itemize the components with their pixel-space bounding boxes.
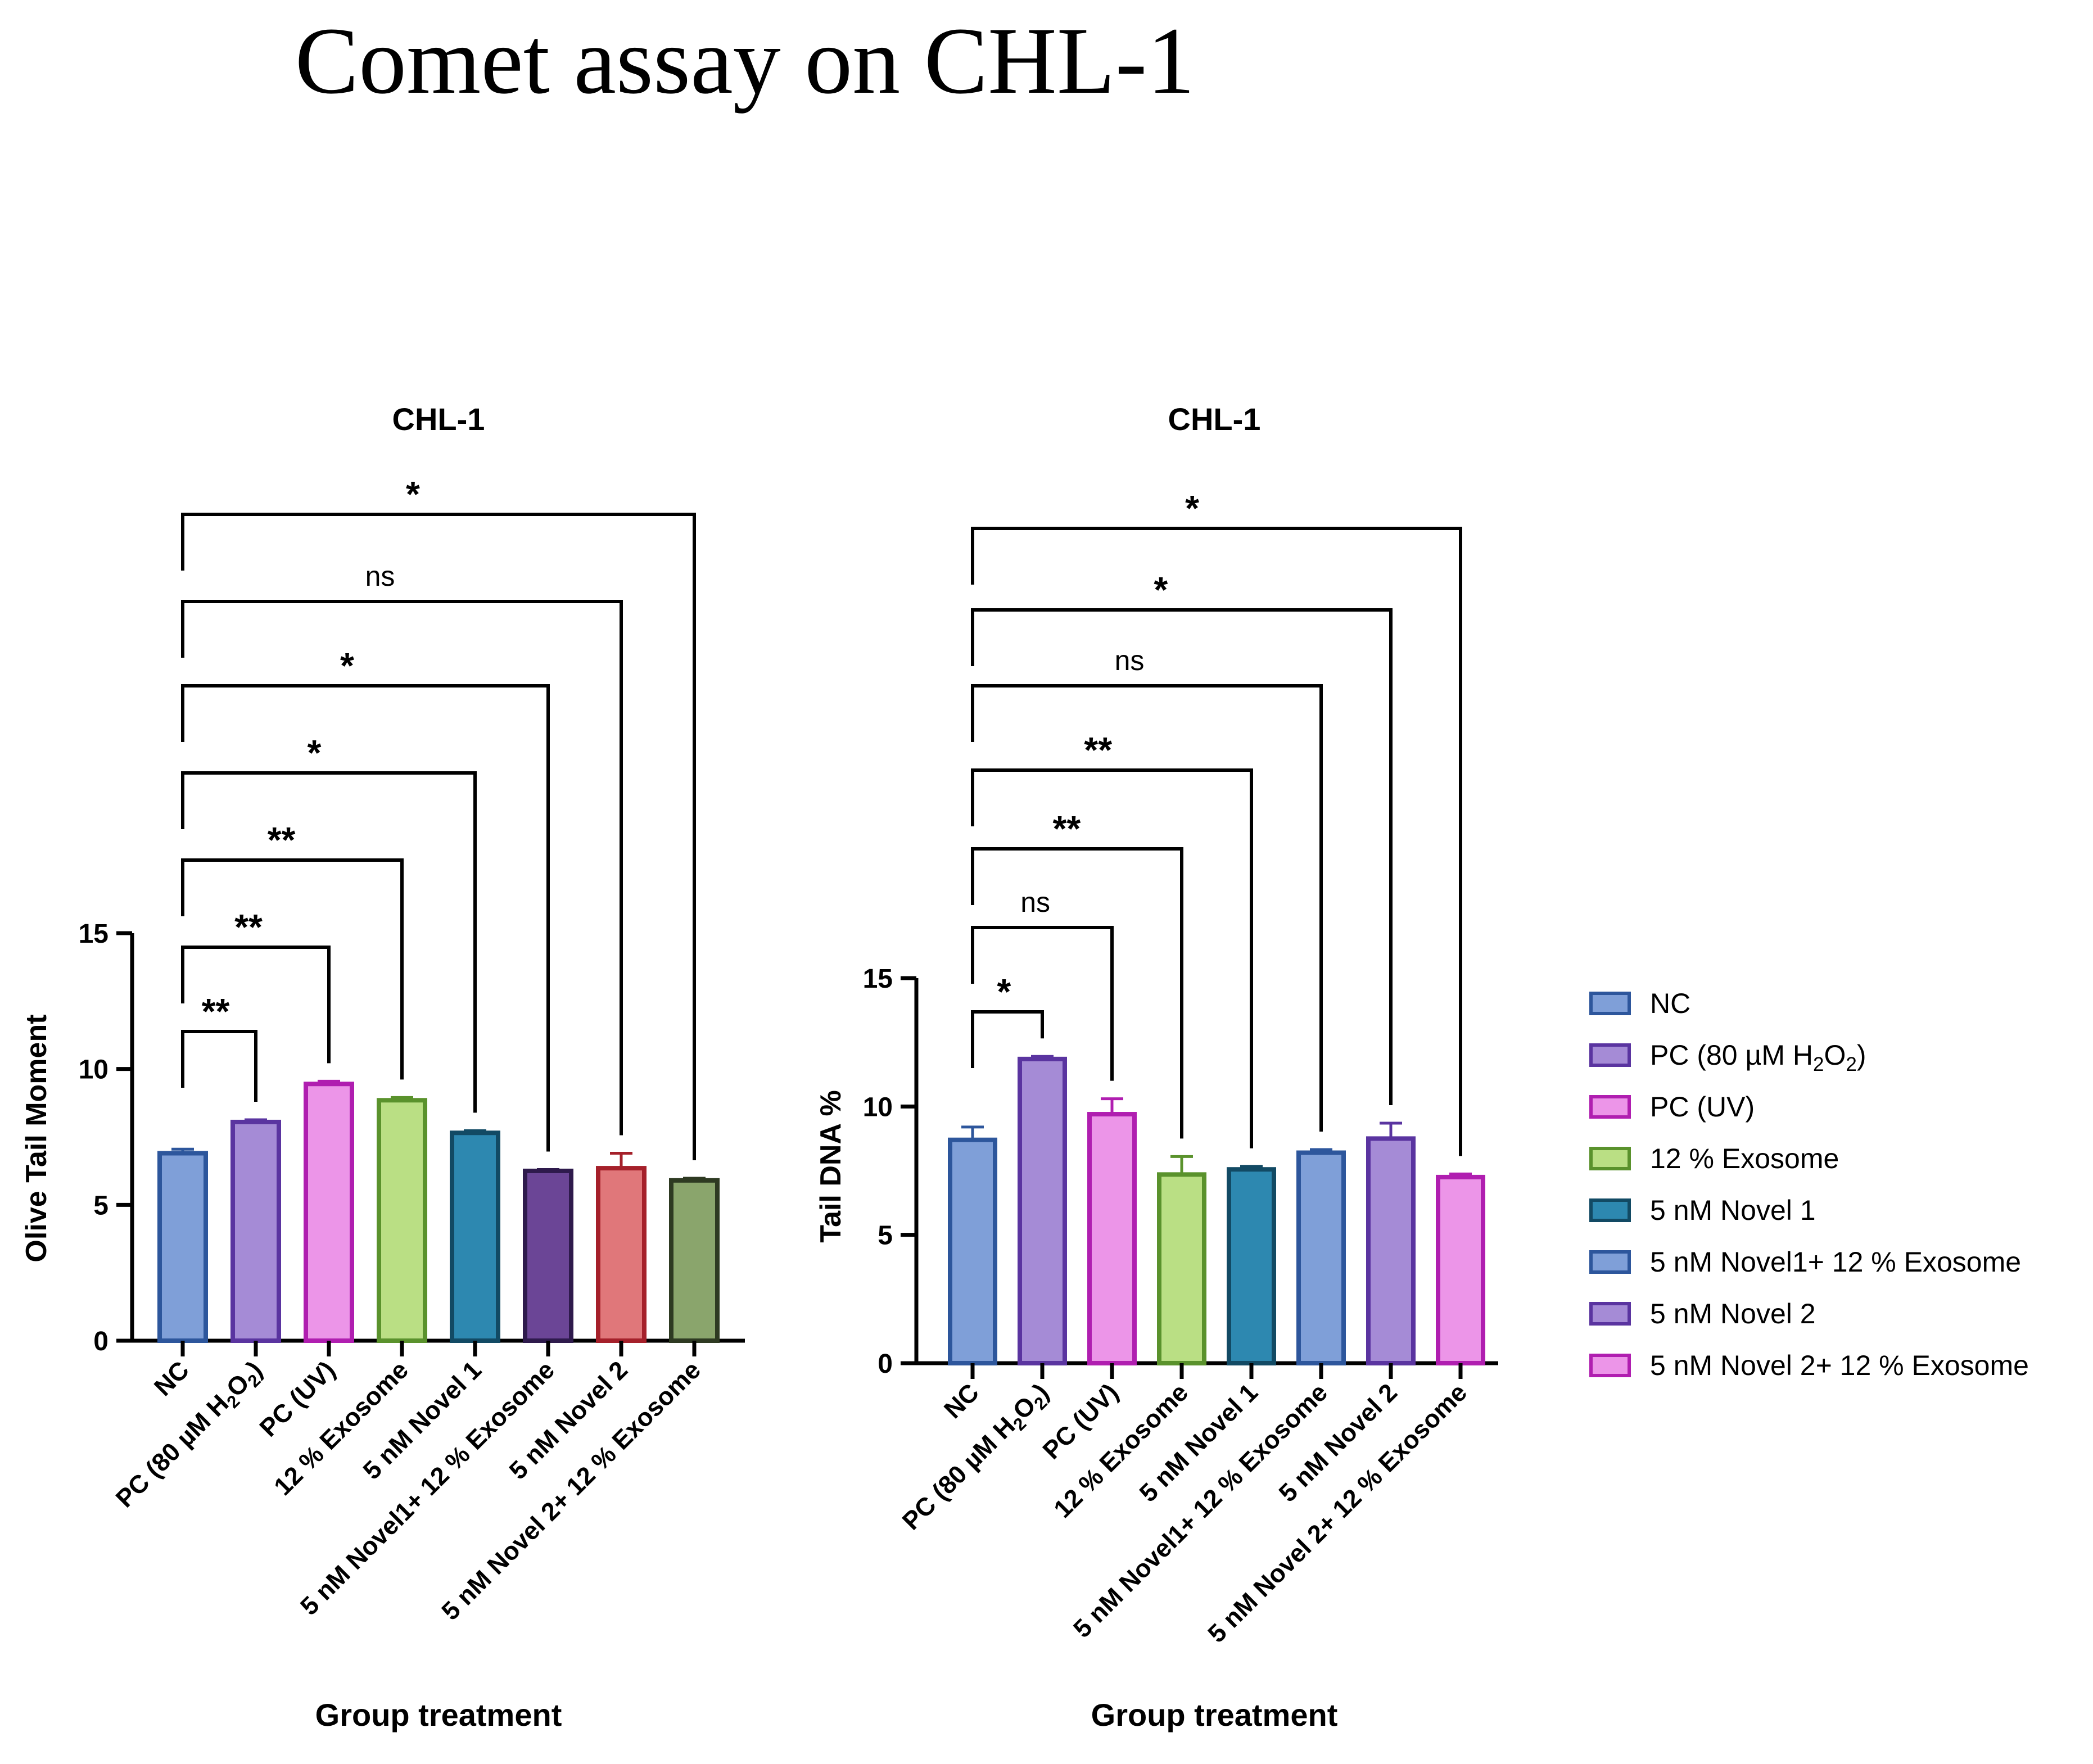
legend-entry: 5 nM Novel 2+ 12 % Exosome <box>1650 1350 2029 1381</box>
x-tick-label: NC <box>938 1378 984 1424</box>
legend-entry: 5 nM Novel1+ 12 % Exosome <box>1650 1246 2021 1278</box>
significance-label: * <box>308 732 322 773</box>
legend-swatch <box>1589 1043 1631 1067</box>
x-tick-label: 5 nM Novel 2+ 12 % Exosome <box>436 1355 706 1626</box>
legend-swatch <box>1589 1095 1631 1119</box>
bar <box>304 1082 354 1343</box>
significance-bracket <box>971 527 1462 1156</box>
significance-bracket <box>181 858 404 1080</box>
x-tick-label: 5 nM Novel1+ 12 % Exosome <box>1068 1378 1333 1643</box>
significance-label: ns <box>1115 645 1145 676</box>
chart-title: CHL-1 <box>392 401 485 437</box>
bar <box>1227 1167 1276 1365</box>
significance-bracket <box>971 684 1323 1132</box>
y-axis-label: Olive Tail Moment <box>20 1014 53 1262</box>
legend-swatch <box>1589 1147 1631 1170</box>
significance-bracket <box>181 513 696 1160</box>
significance-label: * <box>406 474 420 514</box>
y-tick-label: 10 <box>863 1092 893 1122</box>
y-tick-label: 0 <box>878 1349 893 1379</box>
significance-bracket <box>181 946 331 1064</box>
y-tick-label: 15 <box>863 964 893 994</box>
legend-entry: PC (UV) <box>1650 1091 1755 1123</box>
y-tick-label: 5 <box>93 1191 109 1220</box>
x-axis-label: Group treatment <box>315 1697 562 1733</box>
significance-bracket <box>181 600 623 1136</box>
significance-label: ** <box>1052 808 1081 849</box>
bar <box>1296 1150 1346 1366</box>
legend-entry: PC (80 µM H2O2) <box>1650 1039 1866 1075</box>
y-tick-label: 10 <box>79 1055 109 1085</box>
chart-title: CHL-1 <box>1168 401 1261 437</box>
significance-label: * <box>997 971 1011 1012</box>
legend-entry: 12 % Exosome <box>1650 1143 1839 1174</box>
bar <box>1087 1112 1137 1365</box>
significance-bracket <box>971 608 1393 1106</box>
y-axis-label: Tail DNA % <box>815 1090 847 1243</box>
bar <box>523 1168 573 1344</box>
chart-legend: NC PC (80 µM H2O2) PC (UV) 12 % Exosome 5 nM… <box>1589 988 2029 1381</box>
significance-bracket <box>971 926 1114 1081</box>
significance-label: * <box>340 645 354 686</box>
bar <box>230 1119 281 1343</box>
bar <box>450 1130 500 1343</box>
significance-label: ** <box>202 991 230 1032</box>
bar <box>1436 1174 1485 1366</box>
bar <box>1157 1172 1206 1366</box>
y-tick-label: 15 <box>79 919 109 949</box>
bar <box>1366 1136 1416 1365</box>
bar <box>377 1098 427 1343</box>
x-tick-label: NC <box>148 1355 195 1401</box>
legend-entry: 5 nM Novel 2 <box>1650 1298 1816 1329</box>
legend-swatch <box>1589 1302 1631 1326</box>
legend-swatch <box>1589 1198 1631 1222</box>
significance-label: ns <box>1020 886 1050 918</box>
legend-entry: NC <box>1650 988 1690 1019</box>
significance-label: ** <box>1084 730 1112 770</box>
significance-bracket <box>181 1030 257 1102</box>
significance-label: ns <box>365 560 395 592</box>
y-tick-label: 5 <box>878 1221 893 1251</box>
significance-label: * <box>1185 488 1199 528</box>
legend-entry: 5 nM Novel 1 <box>1650 1195 1816 1226</box>
bar <box>157 1151 208 1343</box>
significance-label: * <box>1154 569 1168 610</box>
bar <box>596 1166 647 1343</box>
significance-bracket <box>971 768 1253 1148</box>
significance-bracket <box>181 771 477 1113</box>
significance-label: ** <box>268 820 296 860</box>
y-tick-label: 0 <box>93 1327 109 1356</box>
x-axis-label: Group treatment <box>1091 1697 1338 1733</box>
bar <box>1018 1056 1067 1365</box>
legend-swatch <box>1589 1354 1631 1377</box>
significance-bracket <box>181 684 550 1152</box>
significance-label: ** <box>234 907 263 947</box>
bar <box>669 1178 720 1343</box>
figure-title: Comet assay on CHL-1 <box>295 8 1195 114</box>
legend-swatch <box>1589 992 1631 1015</box>
significance-bracket <box>971 1010 1044 1068</box>
x-tick-label: 12 % Exosome <box>268 1355 414 1501</box>
significance-bracket <box>971 847 1183 1139</box>
legend-swatch <box>1589 1250 1631 1274</box>
bar <box>948 1137 997 1365</box>
